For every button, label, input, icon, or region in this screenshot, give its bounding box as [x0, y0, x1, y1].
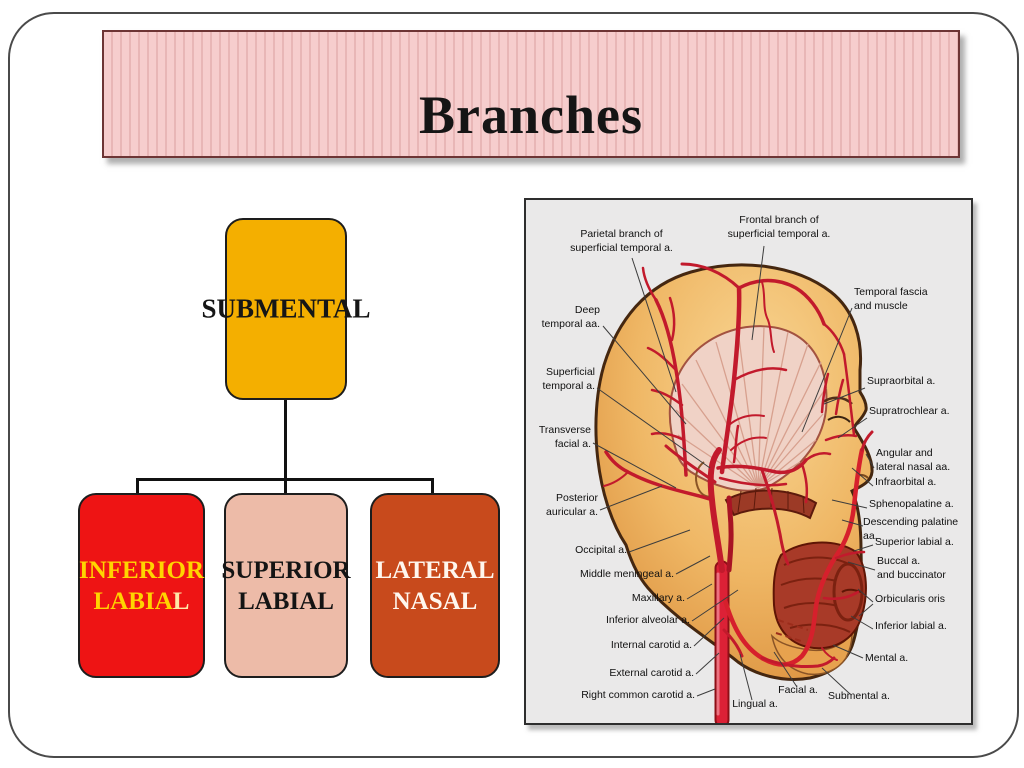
figure-label-inferior-labial: Inferior labial a. [875, 620, 947, 632]
lingual-artery [722, 628, 744, 658]
figure-label-temporal-fascia: Temporal fascia and muscle [854, 286, 928, 312]
inferior-alveolar-artery [760, 468, 790, 566]
figure-label-internal-carotid: Internal carotid a. [610, 639, 692, 651]
figure-label-occipital: Occipital a. [575, 544, 627, 556]
zygomatic-arch [724, 487, 818, 520]
connector-stub-right [431, 481, 434, 495]
figure-label-superior-labial: Superior labial a. [875, 536, 954, 548]
node-label-submental: SUBMENTAL [201, 293, 371, 324]
descending-palatine-artery [800, 462, 809, 504]
title-banner: Branches [102, 30, 960, 158]
figure-label-middle-meningeal: Middle meningeal a. [580, 568, 674, 580]
connector-stub-left [136, 481, 139, 495]
figure-label-parietal-branch: Parietal branch of superficial temporal … [570, 228, 673, 254]
connector-root-vertical [284, 400, 287, 480]
middle-meningeal-artery [732, 424, 740, 464]
node-label-lateral-line2: NASAL [392, 587, 478, 615]
figure-label-deep-temporal: Deep temporal aa. [541, 304, 600, 330]
figure-label-angular-lateral-nasal: Angular and lateral nasal aa. [876, 447, 951, 473]
figure-label-descending-palatine: Descending palatine aa. [863, 516, 959, 542]
flowchart-node-submental: SUBMENTAL [201, 218, 371, 400]
posterior-auricular-artery [664, 444, 717, 484]
superior-labial-artery [834, 550, 866, 560]
figure-label-mental: Mental a. [865, 652, 909, 664]
ear [695, 461, 714, 498]
flowchart-node-inferior-labial: INFERIOR LABIAL [78, 493, 205, 678]
connector-stub-middle [284, 481, 287, 495]
figure-label-facial: Facial a. [778, 684, 818, 696]
eye [827, 415, 851, 423]
figure-label-external-carotid: External carotid a. [609, 667, 694, 679]
figure-label-maxillary: Maxillary a. [631, 592, 685, 604]
figure-panel-artery-diagram: Parietal branch of superficial temporal … [524, 198, 973, 725]
node-label-inferior-line2: LABIA [93, 587, 173, 615]
figure-label-buccal: Buccal a. and buccinator [877, 555, 946, 581]
node-label-inferior-line1: INFERIOR [78, 556, 205, 584]
submental-artery [760, 656, 836, 668]
figure-label-superficial-temporal: Superficial temporal a. [542, 366, 595, 392]
figure-label-inferior-alveolar: Inferior alveolar a. [605, 614, 690, 626]
node-label-superior-line2: LABIAL [238, 587, 334, 615]
head-artery-illustration [592, 245, 876, 723]
node-label-lateral-line1: LATERAL [375, 556, 495, 584]
figure-label-lingual: Lingual a. [732, 698, 778, 710]
figure-label-supraorbital: Supraorbital a. [867, 375, 936, 387]
figure-label-infraorbital: Infraorbital a. [875, 476, 937, 488]
mental-artery [821, 647, 838, 661]
figure-label-orbicularis-oris: Orbicularis oris [875, 593, 946, 605]
crown-twig [761, 281, 775, 353]
angular-artery [860, 430, 874, 452]
supraorbital-artery [820, 372, 830, 414]
figure-label-frontal-branch: Frontal branch of superficial temporal a… [727, 214, 831, 240]
figure-label-right-common-carotid: Right common carotid a. [581, 689, 695, 701]
figure-label-posterior-auricular: Posterior auricular a. [546, 492, 598, 518]
supratrochlear-artery [834, 378, 845, 416]
figure-label-submental: Submental a. [828, 690, 890, 702]
leader-lines [592, 245, 876, 701]
inferior-labial-artery [822, 590, 860, 600]
node-label-inferior-line2-suffix: L [172, 587, 190, 615]
figure-label-supratrochlear: Supratrochlear a. [869, 405, 950, 417]
artery-tree [603, 262, 874, 723]
connector-horizontal [136, 478, 434, 481]
slide-border [8, 12, 1019, 758]
flowchart-node-lateral-nasal: LATERAL NASAL [370, 493, 500, 678]
sphenopalatine-artery [804, 452, 832, 462]
figure-label-transverse-facial: Transverse facial a. [538, 424, 591, 450]
node-label-superior-line1: SUPERIOR [221, 556, 351, 584]
slide-title: Branches [419, 85, 643, 145]
transverse-facial-artery [718, 476, 788, 487]
maxillary-artery [716, 458, 808, 475]
figure-label-sphenopalatine: Sphenopalatine a. [869, 498, 954, 510]
internal-carotid-artery [726, 495, 734, 573]
frontal-branch [737, 278, 826, 326]
parietal-branch-upper [680, 262, 741, 290]
flowchart-node-superior-labial: SUPERIOR LABIAL [221, 493, 351, 678]
